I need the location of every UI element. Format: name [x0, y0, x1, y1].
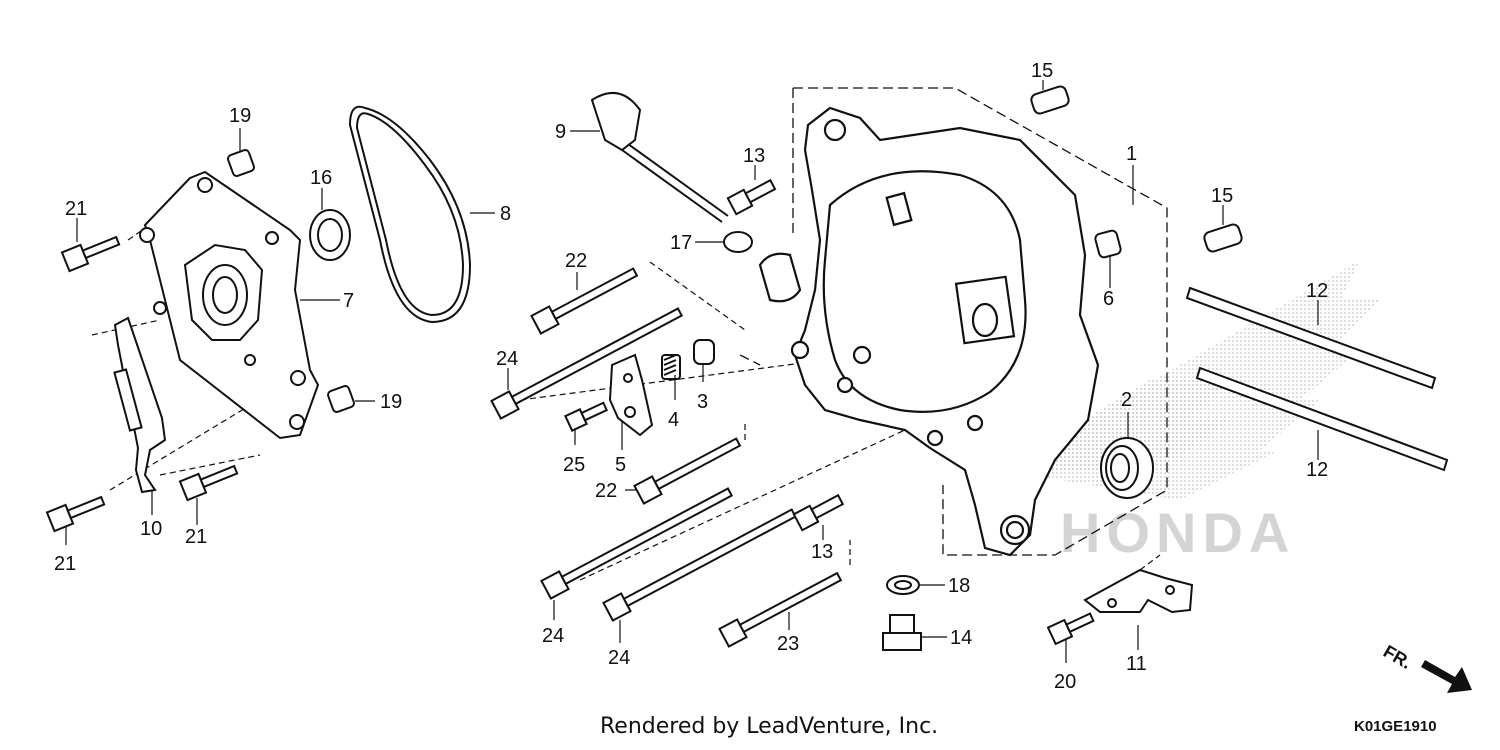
flange-bolt-13-upper: [726, 178, 777, 216]
callout-2: 2: [1121, 389, 1132, 411]
callout-12-lower: 12: [1306, 459, 1328, 481]
crankcase-right: [758, 106, 1100, 557]
setting-plate-5: [608, 353, 654, 437]
callout-6: 6: [1103, 288, 1114, 310]
callout-13-upper: 13: [743, 145, 765, 167]
stay-11: [1083, 568, 1194, 614]
callout-17: 17: [670, 232, 692, 254]
front-direction-arrow: FR.: [1380, 641, 1472, 693]
plate-bracket: [113, 316, 167, 494]
bolt-20: [1046, 612, 1095, 646]
callout-4: 4: [668, 409, 679, 431]
fr-label: FR.: [1380, 641, 1415, 673]
drain-bolt-14: [882, 614, 922, 651]
callout-24-lower-right: 24: [608, 647, 630, 669]
flange-bolts-left: [45, 235, 239, 533]
spring-4: [661, 354, 681, 380]
callout-15-upper: 15: [1031, 60, 1053, 82]
washer-18: [886, 575, 920, 595]
oil-seal: [309, 209, 351, 261]
diagram-code: K01GE1910: [1354, 718, 1437, 735]
plunger-3: [693, 339, 715, 365]
callout-18: 18: [948, 575, 970, 597]
watermark-lettering: HONDA: [1060, 501, 1295, 564]
assembly-outline: [739, 87, 1168, 556]
callout-5: 5: [615, 454, 626, 476]
credit-text: Rendered by LeadVenture, Inc.: [600, 714, 938, 739]
callout-16: 16: [310, 167, 332, 189]
callout-labels: 1 2 3 4 5 6 7 8 9 10 11 12 12 13 13 14 1…: [54, 60, 1328, 693]
callout-20: 20: [1054, 671, 1076, 693]
dowel-pins-left: [227, 149, 355, 413]
oil-level-gauge: [590, 91, 729, 223]
dowel-pins-right: [1030, 85, 1243, 259]
callout-13-lower: 13: [811, 541, 833, 563]
callout-22-upper: 22: [565, 250, 587, 272]
callout-21-middle: 21: [185, 526, 207, 548]
callout-10: 10: [140, 518, 162, 540]
drive-belt: [348, 105, 472, 324]
o-ring-17: [723, 231, 753, 253]
callout-11: 11: [1126, 653, 1147, 675]
callout-7: 7: [343, 290, 354, 312]
right-crankcase-cover: [139, 170, 320, 440]
callout-25: 25: [563, 454, 585, 476]
callout-21-upper: 21: [65, 198, 87, 220]
callout-21-lower: 21: [54, 553, 76, 575]
long-bolts: [490, 267, 843, 648]
callout-9: 9: [555, 121, 566, 143]
callout-1: 1: [1126, 143, 1137, 165]
arrow-icon: [1421, 660, 1472, 693]
stud-bolts-12: [1185, 286, 1449, 472]
bolt-25: [564, 401, 609, 432]
callout-14: 14: [950, 627, 972, 649]
callout-24-upper: 24: [496, 348, 518, 370]
callout-22-lower: 22: [595, 480, 617, 502]
callout-19-lower: 19: [380, 391, 402, 413]
callout-19-upper: 19: [229, 105, 251, 127]
callout-8: 8: [500, 203, 511, 225]
callout-23: 23: [777, 633, 799, 655]
callout-12-upper: 12: [1306, 280, 1328, 302]
callout-3: 3: [697, 391, 708, 413]
callout-15-right: 15: [1211, 185, 1233, 207]
flange-bolt-13-lower: [792, 493, 845, 532]
callout-24-lower-left: 24: [542, 625, 564, 647]
bearing-2: [1100, 437, 1154, 499]
